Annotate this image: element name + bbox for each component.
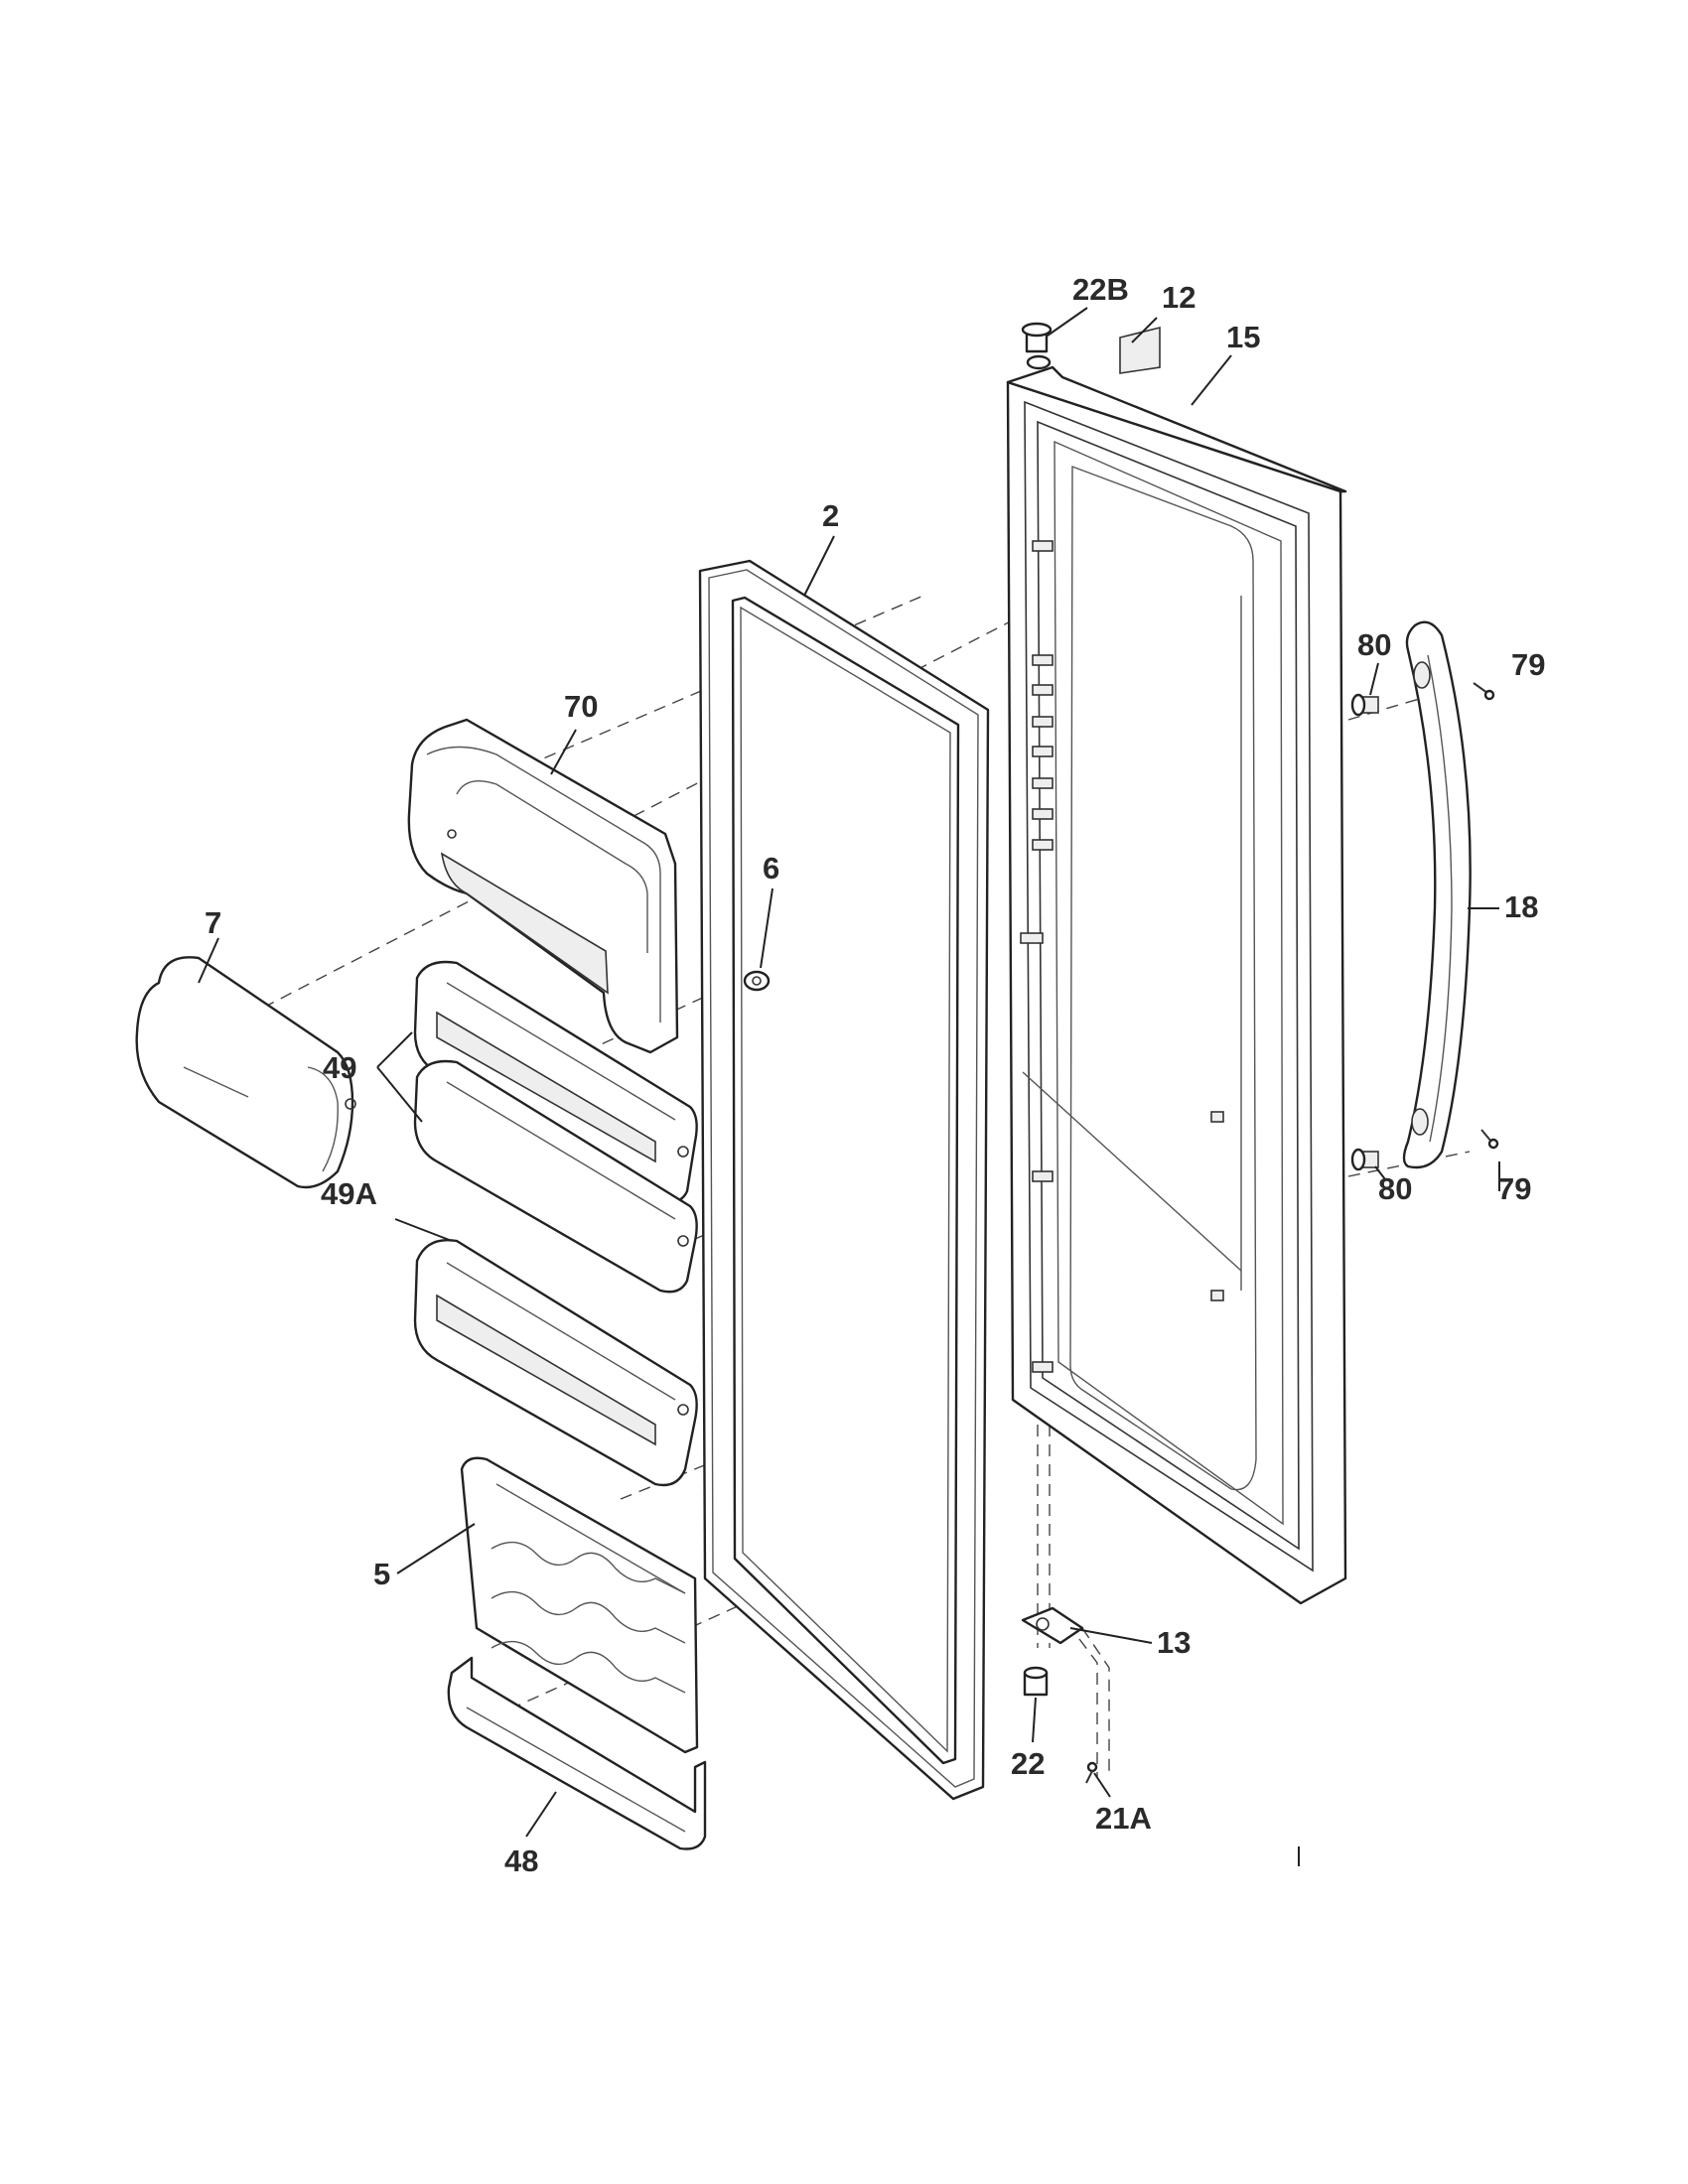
- dairy-door: [135, 956, 356, 1189]
- callout-labels: 22B 12 15 2 80 79 70 18 6 7 49 49A 80 79…: [205, 272, 1545, 1878]
- door-bin-upper: [413, 960, 698, 1204]
- callout-6: 6: [763, 851, 779, 886]
- door-handle: [1402, 620, 1472, 1169]
- bottom-hinge-bracket: [1021, 1606, 1084, 1645]
- shelf-pegs: [1020, 540, 1224, 1373]
- callout-22: 22: [1011, 1746, 1045, 1781]
- callout-5: 5: [373, 1557, 390, 1591]
- door-gasket: [698, 559, 990, 1801]
- hinge-bushing: [1023, 1666, 1049, 1697]
- handle-screw-bottom: [1480, 1129, 1499, 1150]
- callout-79-bottom: 79: [1497, 1171, 1531, 1206]
- callout-12: 12: [1162, 280, 1196, 315]
- leader-lines: [198, 307, 1500, 1866]
- callout-79-top: 79: [1511, 647, 1545, 682]
- door-label: [1119, 326, 1161, 374]
- callout-48: 48: [504, 1843, 538, 1878]
- callout-70: 70: [564, 689, 598, 724]
- callout-15: 15: [1226, 320, 1260, 354]
- callout-2: 2: [822, 498, 839, 533]
- dairy-compartment: [407, 718, 679, 1054]
- top-hinge-pin: [1021, 322, 1053, 370]
- callout-21a: 21A: [1095, 1801, 1152, 1836]
- handle-screw-top: [1473, 682, 1495, 701]
- callout-80-top: 80: [1357, 627, 1391, 662]
- bottom-door-bin: [447, 1656, 707, 1850]
- dairy-bushing: [743, 970, 771, 992]
- handle-stud-top: [1350, 693, 1379, 717]
- callout-49: 49: [323, 1050, 356, 1085]
- callout-49a: 49A: [321, 1176, 377, 1211]
- can-rack: [460, 1456, 699, 1754]
- callout-18: 18: [1504, 889, 1538, 924]
- door-bin-lower: [413, 1239, 698, 1487]
- hinge-screw: [1085, 1761, 1098, 1784]
- door-assembly: [1006, 365, 1347, 1605]
- callout-22b: 22B: [1072, 272, 1129, 307]
- handle-stud-bottom: [1350, 1148, 1379, 1171]
- door-bin-middle: [413, 1059, 698, 1294]
- callout-13: 13: [1157, 1625, 1191, 1660]
- callout-80-bottom: 80: [1378, 1171, 1412, 1206]
- callout-7: 7: [205, 905, 221, 940]
